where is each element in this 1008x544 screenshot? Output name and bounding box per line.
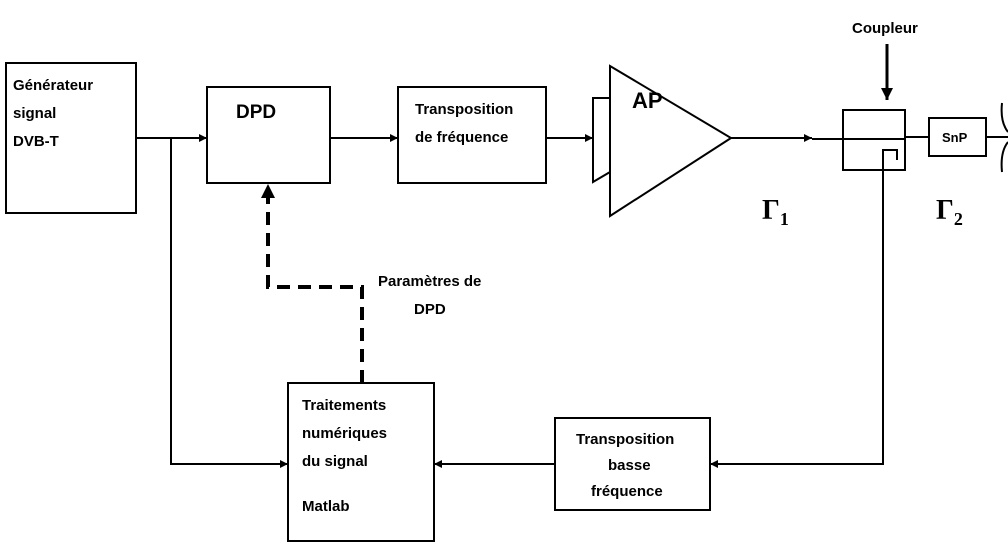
processing-tool-label: Matlab xyxy=(302,498,350,515)
transposition-down-label-line-2: basse xyxy=(608,457,651,474)
gamma-2-label: Γ2 xyxy=(936,195,963,229)
amplifier-label: AP xyxy=(632,88,663,113)
snp-label: SnP xyxy=(942,130,968,145)
dpd-label: DPD xyxy=(236,102,276,123)
transposition-down-label-line-1: Transposition xyxy=(576,431,674,448)
transposition-up-block: Transposition de fréquence xyxy=(397,86,547,184)
generator-block: Générateur signal DVB-T xyxy=(5,62,137,214)
arrow-coupler-to-transposition-down xyxy=(710,160,884,468)
transposition-down-block: Transposition basse fréquence xyxy=(554,417,711,511)
dpd-params-label-line-2: DPD xyxy=(414,301,446,318)
transposition-up-label-line-1: Transposition xyxy=(415,101,513,118)
transposition-down-label-line-3: fréquence xyxy=(591,483,663,500)
arrow-generator-to-processing xyxy=(170,138,288,468)
dpd-parameters-feedback-arrowhead xyxy=(261,184,275,198)
transposition-up-label-line-2: de fréquence xyxy=(415,129,508,146)
generator-label-line-1: Générateur xyxy=(13,77,93,94)
generator-label-line-3: DVB-T xyxy=(13,133,59,150)
processing-label-line-1: Traitements xyxy=(302,397,386,414)
processing-label-line-3: du signal xyxy=(302,453,368,470)
gamma-1-label: Γ1 xyxy=(762,195,789,229)
amplifier-symbol: AP xyxy=(592,64,733,218)
dpd-block: DPD xyxy=(206,86,331,184)
signal-connections xyxy=(136,134,929,468)
dpd-params-label-line-1: Paramètres de xyxy=(378,273,481,290)
antenna-icon xyxy=(986,102,1008,173)
generator-label-line-2: signal xyxy=(13,105,56,122)
processing-label-line-2: numériques xyxy=(302,425,387,442)
processing-block: Traitements numériques du signal Matlab xyxy=(287,382,435,542)
snp-block: SnP xyxy=(928,117,987,157)
coupler-label: Coupleur xyxy=(852,20,918,37)
dpd-parameters-feedback-path xyxy=(266,198,364,383)
coupler-symbol xyxy=(842,109,906,171)
